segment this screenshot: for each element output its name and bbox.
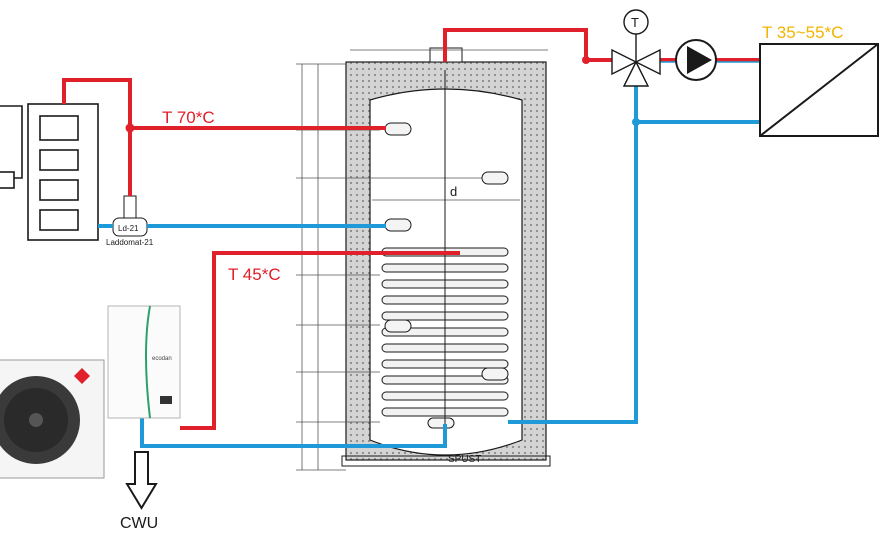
- label-t3555: T 35~55*C: [762, 23, 843, 42]
- arrow-down-icon: [127, 452, 156, 508]
- pump-icon: [676, 40, 716, 80]
- thermostat-label: T: [631, 15, 639, 30]
- label-cwu: CWU: [120, 515, 158, 532]
- ecodan-label: ecodan: [152, 356, 172, 362]
- boiler-icon: [0, 104, 98, 240]
- laddomat-label: Laddomat-21: [106, 238, 154, 247]
- diameter-label: d: [450, 184, 457, 199]
- hydrobox-icon: [108, 306, 180, 418]
- three-way-valve-icon: [612, 34, 660, 86]
- label-t70: T 70*C: [162, 108, 215, 127]
- ld21-label: Ld-21: [118, 224, 139, 233]
- label-t45: T 45*C: [228, 265, 281, 284]
- heat-pump-icon: [0, 360, 104, 478]
- heat-exchanger-icon: [760, 44, 878, 136]
- spust-label: SPUST: [448, 454, 481, 465]
- tank-icon: [342, 48, 550, 466]
- pipe-hot-boiler-to-tank: [64, 80, 386, 128]
